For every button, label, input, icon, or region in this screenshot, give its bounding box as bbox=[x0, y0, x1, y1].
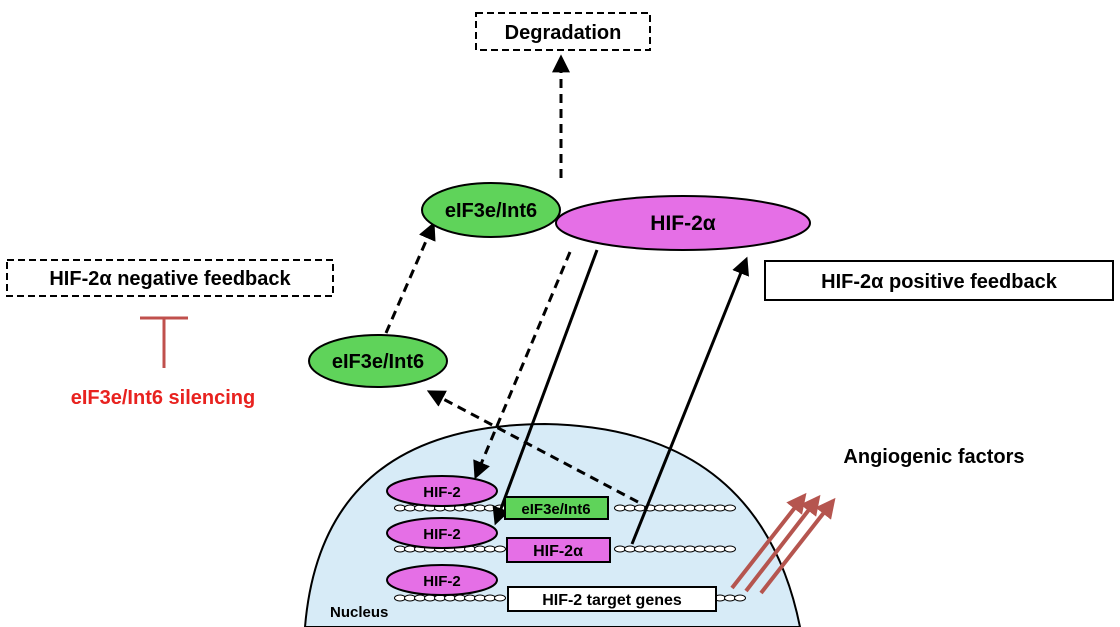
dna-bead bbox=[394, 545, 406, 553]
dna-bead bbox=[484, 504, 496, 512]
hif2-label-2: HIF-2 bbox=[423, 526, 461, 543]
degradation-label: Degradation bbox=[505, 22, 622, 44]
dna-bead bbox=[464, 504, 476, 512]
dna-bead bbox=[474, 545, 486, 553]
dna-bead bbox=[704, 504, 716, 512]
dna-bead bbox=[494, 594, 506, 602]
degradation-box bbox=[475, 12, 651, 51]
dna-bead bbox=[674, 545, 686, 553]
negative-feedback-label: HIF-2α negative feedback bbox=[49, 268, 291, 290]
dna-bead bbox=[644, 545, 656, 553]
dna-bead bbox=[614, 545, 626, 553]
angiogenic-arrow-2 bbox=[744, 494, 821, 593]
hif2-ellipse-1 bbox=[386, 475, 498, 507]
angiogenic-arrow-1 bbox=[730, 492, 807, 590]
dna-bead bbox=[614, 504, 626, 512]
gene-box-targets bbox=[507, 586, 717, 612]
eif3e-top-ellipse bbox=[421, 182, 561, 238]
dna-bead bbox=[664, 545, 676, 553]
dna-bead bbox=[634, 545, 646, 553]
dna-bead bbox=[484, 545, 496, 553]
eif3e-mid-ellipse bbox=[308, 334, 448, 388]
positive-feedback-box bbox=[764, 260, 1114, 301]
positive-feedback-label: HIF-2α positive feedback bbox=[821, 271, 1058, 293]
dna-bead bbox=[414, 594, 426, 602]
dna-bead bbox=[704, 545, 716, 553]
gene-label-targets: HIF-2 target genes bbox=[542, 592, 682, 609]
dna-bead bbox=[664, 504, 676, 512]
dna-bead bbox=[404, 594, 416, 602]
gene-box-eif3e bbox=[504, 496, 609, 520]
dna-bead bbox=[684, 504, 696, 512]
dna-bead bbox=[464, 594, 476, 602]
dna-bead bbox=[674, 504, 686, 512]
dna-bead bbox=[404, 504, 416, 512]
dna-bead bbox=[494, 545, 506, 553]
gene-box-hif2a bbox=[506, 537, 611, 563]
nucleus-label: Nucleus bbox=[330, 604, 388, 621]
hif2a-top-ellipse bbox=[555, 195, 811, 251]
dna-bead bbox=[654, 504, 666, 512]
dna-strand-3 bbox=[394, 594, 746, 602]
hif2-label-1: HIF-2 bbox=[423, 484, 461, 501]
dna-bead bbox=[724, 504, 736, 512]
dna-bead bbox=[484, 594, 496, 602]
dna-bead bbox=[724, 545, 736, 553]
dna-bead bbox=[714, 504, 726, 512]
dna-bead bbox=[624, 545, 636, 553]
dna-bead bbox=[714, 545, 726, 553]
dna-bead bbox=[624, 504, 636, 512]
dna-bead bbox=[694, 504, 706, 512]
silencing-label: eIF3e/Int6 silencing bbox=[71, 387, 256, 409]
arrow-positive-feedback bbox=[630, 256, 749, 545]
arrow-eif3e-up bbox=[384, 221, 436, 334]
hif2a-top-label: HIF-2α bbox=[650, 212, 716, 235]
hif2-label-3: HIF-2 bbox=[423, 573, 461, 590]
negative-feedback-box bbox=[6, 259, 334, 297]
dna-bead bbox=[684, 545, 696, 553]
gene-label-hif2a: HIF-2α bbox=[533, 543, 583, 560]
angiogenic-label: Angiogenic factors bbox=[843, 446, 1024, 468]
dna-bead bbox=[734, 594, 746, 602]
dna-bead bbox=[454, 594, 466, 602]
dna-bead bbox=[654, 545, 666, 553]
eif3e-mid-label: eIF3e/Int6 bbox=[332, 351, 424, 373]
gene-label-eif3e: eIF3e/Int6 bbox=[521, 501, 590, 518]
angiogenic-arrow-3 bbox=[759, 497, 836, 595]
arrow-dashed-to-hif2 bbox=[473, 251, 572, 480]
hif2-ellipse-3 bbox=[386, 564, 498, 596]
dna-bead bbox=[424, 594, 436, 602]
hif2-ellipse-2 bbox=[386, 517, 498, 549]
dna-bead bbox=[474, 504, 486, 512]
dna-bead bbox=[724, 594, 736, 602]
dna-bead bbox=[694, 545, 706, 553]
dna-bead bbox=[394, 504, 406, 512]
dna-bead bbox=[634, 504, 646, 512]
dna-strand-2 bbox=[394, 545, 736, 553]
dna-bead bbox=[394, 594, 406, 602]
arrow-gene-to-cytoplasm bbox=[426, 390, 639, 504]
eif3e-top-label: eIF3e/Int6 bbox=[445, 200, 537, 222]
arrow-hif2a-to-gene bbox=[492, 249, 599, 526]
dna-bead bbox=[474, 594, 486, 602]
